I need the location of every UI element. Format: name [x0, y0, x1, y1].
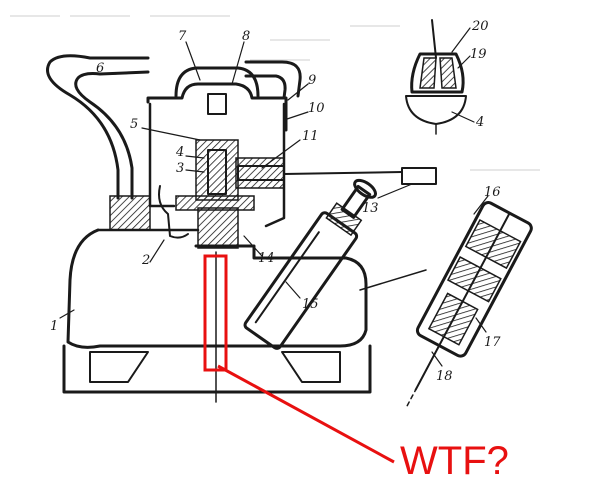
part-label-4-detail: 4 [475, 115, 484, 130]
part-label-5: 5 [130, 117, 138, 132]
background-scan-text [10, 15, 540, 171]
part-label-8: 8 [242, 29, 250, 44]
part-label-19: 19 [470, 47, 487, 62]
part-label-20: 20 [471, 19, 489, 34]
part-label-2: 2 [141, 253, 150, 268]
part-label-16: 16 [484, 185, 501, 200]
part-label-3: 3 [176, 161, 184, 176]
highlight-box [203, 254, 228, 372]
part-label-1: 1 [50, 319, 58, 334]
annotation-arrow-line [217, 364, 395, 464]
annotation-text: WTF? [400, 439, 509, 483]
part-label-13: 13 [362, 201, 379, 216]
part-label-17: 17 [484, 335, 501, 350]
part-label-11: 11 [302, 129, 319, 144]
red-annotation: WTF? [203, 254, 509, 483]
part-label-18: 18 [436, 369, 453, 384]
stove-drawing: 7 8 6 9 10 5 11 4 3 13 2 14 15 1 20 19 4… [46, 19, 533, 409]
part-label-10: 10 [308, 101, 325, 116]
part-label-14: 14 [258, 251, 275, 266]
part-label-9: 9 [308, 73, 316, 88]
part-label-7: 7 [178, 29, 187, 44]
part-label-4: 4 [175, 145, 184, 160]
part-label-6: 6 [96, 61, 104, 76]
part-label-15: 15 [302, 297, 319, 312]
